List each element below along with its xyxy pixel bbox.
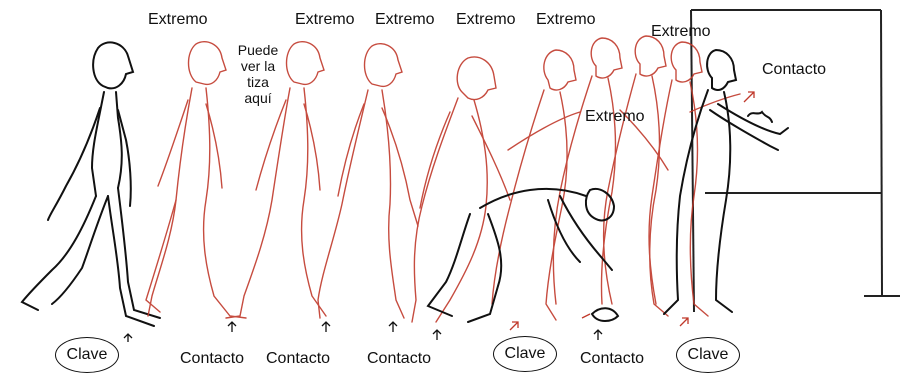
- key-figure-1: [20, 41, 161, 327]
- note-puede-ver-tiza: Puede ver la tiza aquí: [230, 42, 286, 106]
- label-extremo-4: Extremo: [456, 11, 516, 28]
- arrow-up-icon: [593, 329, 603, 340]
- label-contacto-1: Contacto: [180, 350, 245, 367]
- label-extremo-7: Extremo: [585, 108, 645, 125]
- chalkboard: [690, 9, 900, 313]
- arrow-up-icon: [227, 321, 237, 332]
- arrow-up-icon: [388, 321, 398, 332]
- arrow-up-icon: [321, 321, 331, 332]
- label-extremo-2: Extremo: [295, 11, 355, 28]
- red-arrows: [509, 91, 755, 331]
- contact-arrows: [123, 321, 603, 342]
- arrow-up-icon: [432, 329, 442, 340]
- note-line-2: ver la: [240, 58, 276, 75]
- inbetween-figures: [145, 35, 741, 323]
- label-extremo-5: Extremo: [536, 11, 596, 28]
- label-clave-3: Clave: [676, 337, 740, 373]
- key-figure-2: [426, 187, 620, 323]
- key-figure-3: [663, 48, 789, 315]
- note-line-1: Puede: [237, 42, 279, 58]
- label-contacto-4: Contacto: [580, 350, 645, 367]
- label-clave-1: Clave: [55, 337, 119, 373]
- note-line-4: aquí: [244, 90, 272, 107]
- label-contacto-3: Contacto: [367, 350, 432, 367]
- label-contacto-2: Contacto: [266, 350, 331, 367]
- label-clave-2: Clave: [493, 336, 557, 372]
- note-line-3: tiza: [247, 74, 269, 91]
- label-contacto-board: Contacto: [762, 61, 827, 78]
- label-extremo-6: Extremo: [651, 23, 711, 40]
- label-extremo-3: Extremo: [375, 11, 435, 28]
- arrow-up-icon: [123, 333, 133, 342]
- label-extremo-1: Extremo: [148, 11, 208, 28]
